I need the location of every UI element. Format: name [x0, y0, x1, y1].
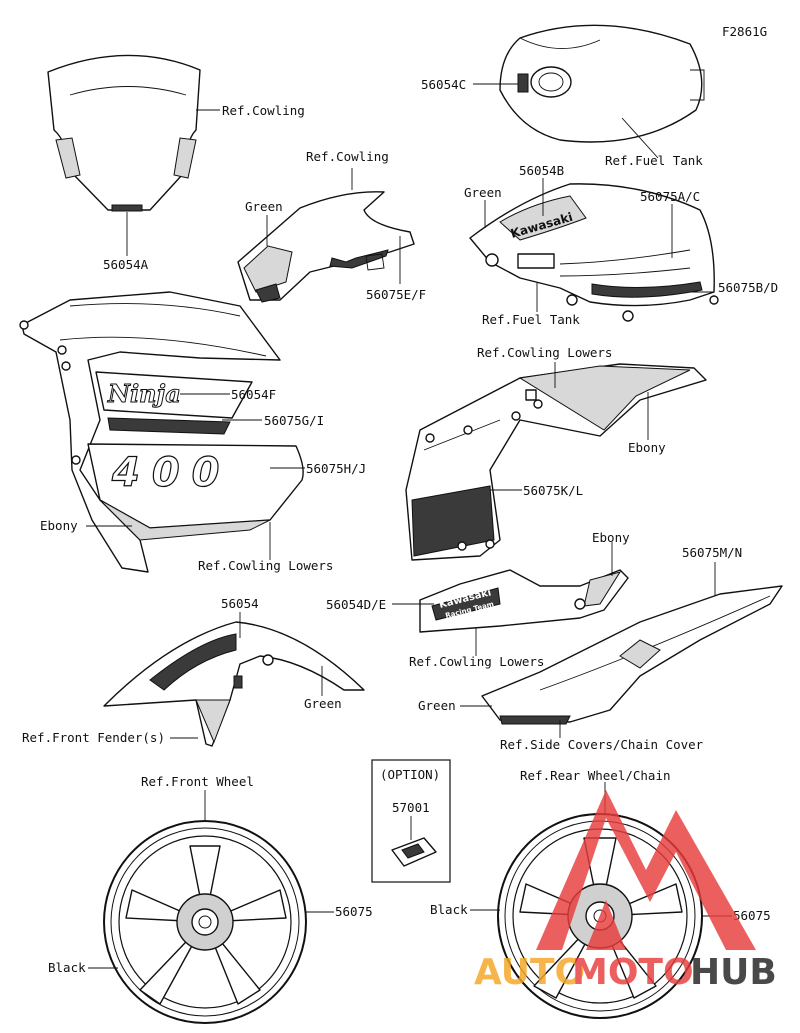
label-ref-cowling-lowers-3: Ref.Cowling Lowers — [409, 654, 544, 669]
right-fairing-leaders — [490, 362, 649, 491]
label-ebony-1: Ebony — [40, 518, 78, 533]
front-fender-part — [103, 621, 365, 747]
label-ebony-2: Ebony — [628, 440, 666, 455]
right-fairing-part — [405, 363, 707, 561]
label-56075AC: 56075A/C — [640, 189, 700, 204]
label-ref-cowling-lowers-2: Ref.Cowling Lowers — [198, 558, 333, 573]
tail-cover-leaders — [460, 562, 716, 738]
label-56075-rear: 56075 — [733, 908, 771, 923]
windscreen-part — [47, 54, 201, 212]
label-black-1: Black — [430, 902, 468, 917]
label-56075-front: 56075 — [335, 904, 373, 919]
watermark-logo: AUTO MOTO HUB — [474, 790, 777, 993]
label-56054: 56054 — [221, 596, 259, 611]
label-ref-cowling-lowers-1: Ref.Cowling Lowers — [477, 345, 612, 360]
watermark-text-moto: MOTO — [572, 952, 694, 993]
label-ref-front-fenders: Ref.Front Fender(s) — [22, 730, 165, 745]
tail-cover-part — [481, 585, 783, 725]
label-green-1: Green — [245, 199, 283, 214]
belly-pan-leaders — [392, 542, 613, 656]
label-56075GI: 56075G/I — [264, 413, 324, 428]
windscreen-leaders — [126, 109, 220, 256]
upper-cowl-leaders — [266, 168, 401, 284]
fuel-tank-top-part — [499, 24, 705, 143]
option-box — [371, 759, 451, 883]
belly-pan-part: Kawasaki Racing Team — [419, 569, 629, 633]
label-56075MN: 56075M/N — [682, 545, 742, 560]
label-ref-fuel-tank-1: Ref.Fuel Tank — [605, 153, 703, 168]
label-green-4: Green — [418, 698, 456, 713]
side-cowl-part: Ninja 400 — [19, 291, 304, 573]
upper-cowl-part — [237, 191, 415, 303]
fuel-tank-top-leaders — [473, 83, 659, 159]
label-ref-side-covers: Ref.Side Covers/Chain Cover — [500, 737, 704, 752]
label-56075KL: 56075K/L — [523, 483, 583, 498]
label-ref-cowling-top: Ref.Cowling — [222, 103, 305, 118]
label-56075HJ: 56075H/J — [306, 461, 366, 476]
figure-code: F2861G — [722, 24, 767, 39]
label-56054A: 56054A — [103, 257, 149, 272]
label-56054DE: 56054D/E — [326, 597, 386, 612]
label-ref-cowling-2: Ref.Cowling — [306, 149, 389, 164]
watermark-text-auto: AUTO — [474, 952, 585, 993]
front-wheel-leaders — [88, 790, 334, 969]
decal-ninja: Ninja — [107, 379, 181, 408]
label-black-2: Black — [48, 960, 86, 975]
label-56054C: 56054C — [421, 77, 466, 92]
fuel-tank-side-leaders — [484, 178, 714, 312]
label-ebony-3: Ebony — [592, 530, 630, 545]
label-56075EF: 56075E/F — [366, 287, 426, 302]
front-wheel-part — [103, 820, 307, 1024]
watermark-text-hub: HUB — [690, 952, 777, 993]
label-ref-rear-wheel: Ref.Rear Wheel/Chain — [520, 768, 671, 783]
label-56054F: 56054F — [231, 387, 276, 402]
front-fender-leaders — [170, 612, 323, 739]
label-ref-front-wheel: Ref.Front Wheel — [141, 774, 254, 789]
watermark-mountain-icon — [536, 790, 756, 950]
label-56054B: 56054B — [519, 163, 564, 178]
label-green-3: Green — [304, 696, 342, 711]
label-57001: 57001 — [392, 800, 430, 815]
label-green-2: Green — [464, 185, 502, 200]
label-56075BD: 56075B/D — [718, 280, 778, 295]
decal-model-number: 400 — [111, 450, 232, 496]
label-option: (OPTION) — [380, 767, 440, 782]
side-cowl-leaders — [86, 393, 305, 560]
fuel-tank-side-part: Kawasaki — [469, 183, 719, 322]
label-ref-fuel-tank-2: Ref.Fuel Tank — [482, 312, 580, 327]
